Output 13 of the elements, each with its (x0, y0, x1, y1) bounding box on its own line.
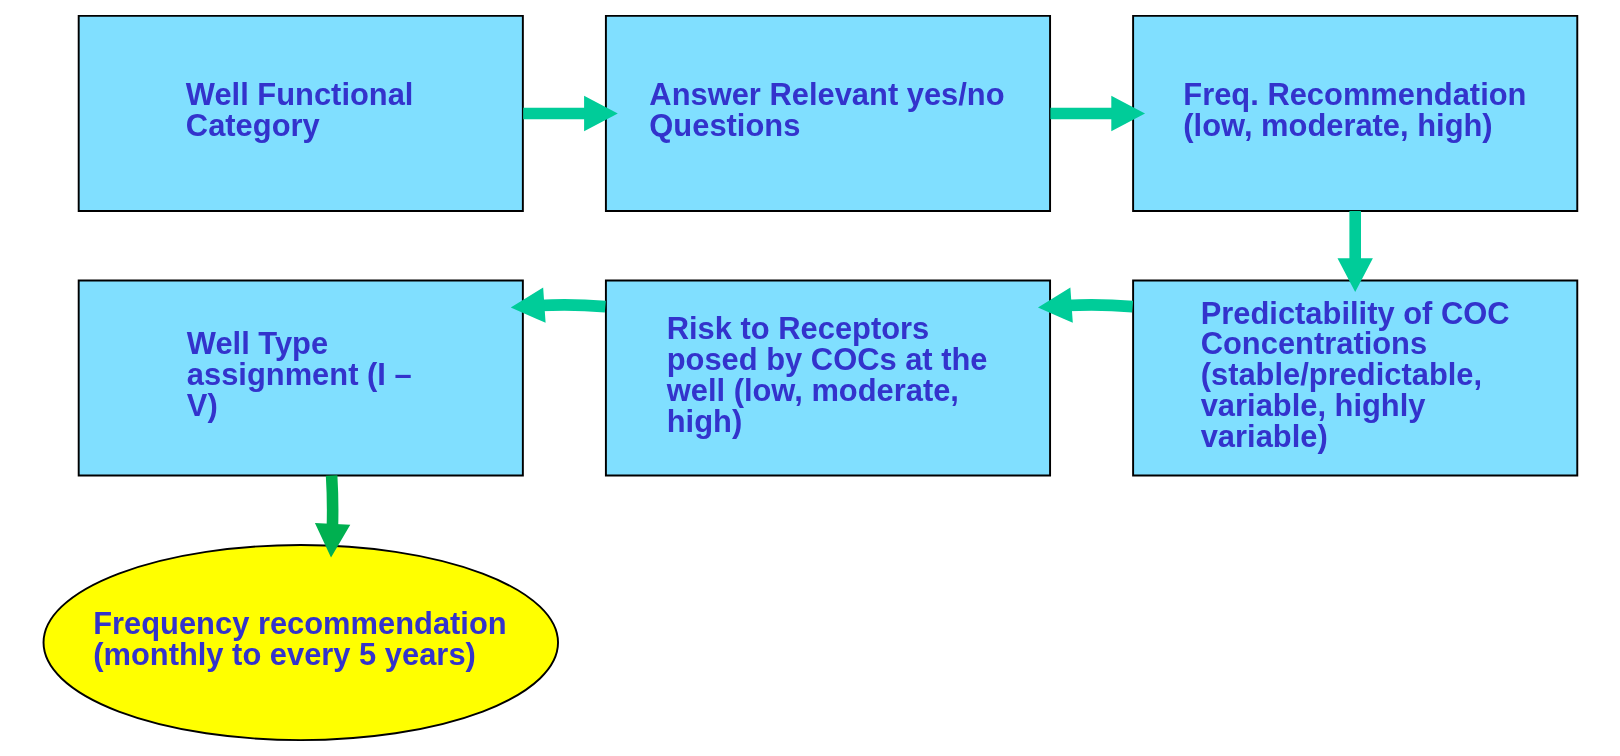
arrow (522, 95, 618, 132)
node-box: Well Functional Category (77, 14, 524, 212)
node-ellipse: Frequency recommendation (monthly to every 5 years) (42, 544, 559, 742)
node-box: Predictability of COC Concentrations (stable/predictable, variable, highly variable) (1131, 279, 1578, 477)
arrow (1037, 287, 1133, 323)
arrow (314, 475, 350, 558)
arrow (510, 287, 606, 323)
node-box: Answer Relevant yes/no Questions (604, 14, 1051, 212)
arrow (1337, 210, 1373, 293)
node-box: Freq. Recommendation (low, moderate, high) (1131, 14, 1578, 212)
node-box: Risk to Receptors posed by COCs at the well (low, moderate, high) (604, 279, 1051, 477)
arrow (1049, 95, 1145, 132)
node-box: Well Type assignment (I – V) (77, 279, 524, 477)
